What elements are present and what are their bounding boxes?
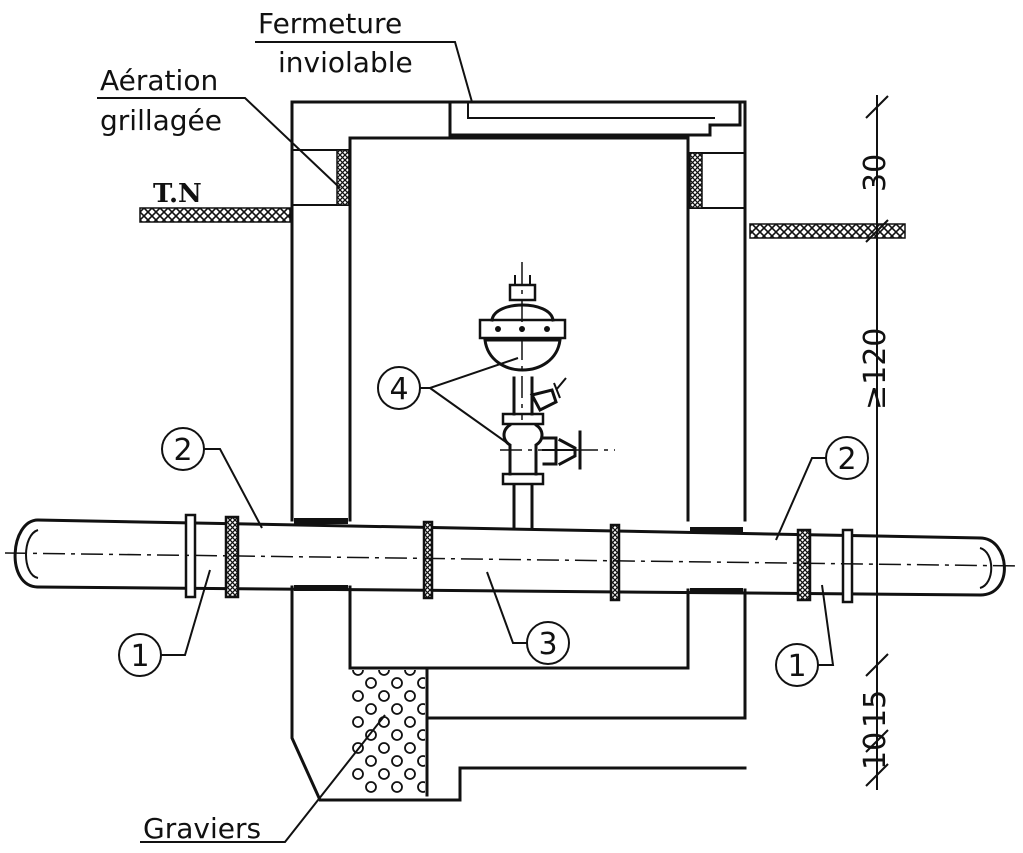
label-aeration-line1: Aération xyxy=(100,64,218,97)
callout-aeration xyxy=(97,97,341,189)
dimension-line xyxy=(865,95,889,790)
marker-3 xyxy=(486,571,570,665)
marker-2-right-label: 2 xyxy=(837,442,856,477)
marker-1-left xyxy=(118,569,211,677)
marker-1-left-label: 1 xyxy=(130,639,149,674)
callout-graviers xyxy=(140,714,386,843)
pipe-centerline xyxy=(4,552,1021,567)
label-terrain-naturel: T.N xyxy=(153,179,202,209)
callout-fermeture xyxy=(255,41,473,103)
marker-2-right xyxy=(775,436,869,541)
ground-hatch xyxy=(139,207,906,239)
inviolable-cover xyxy=(448,100,742,137)
dimension-15: 15 xyxy=(858,690,893,728)
label-fermeture-line2: inviolable xyxy=(278,46,413,79)
tee-riser xyxy=(500,376,615,529)
marker-4-label: 4 xyxy=(389,372,408,407)
marker-2-left xyxy=(161,427,263,529)
dimension-30: 30 xyxy=(858,154,893,192)
air-valve xyxy=(478,262,567,420)
label-aeration-line2: grillagée xyxy=(100,104,222,137)
marker-1-right xyxy=(775,584,835,687)
label-fermeture-line1: Fermeture xyxy=(258,7,402,40)
main-pipe xyxy=(13,518,1006,597)
marker-3-label: 3 xyxy=(538,627,557,662)
dimension-10: 10 xyxy=(858,732,893,770)
label-graviers: Graviers xyxy=(143,812,261,845)
marker-2-left-label: 2 xyxy=(173,433,192,468)
gravel-fill xyxy=(352,670,425,794)
dimension-120: ≥120 xyxy=(858,328,893,410)
marker-4 xyxy=(377,357,519,446)
aeration-grids xyxy=(336,149,703,209)
marker-1-right-label: 1 xyxy=(787,649,806,684)
